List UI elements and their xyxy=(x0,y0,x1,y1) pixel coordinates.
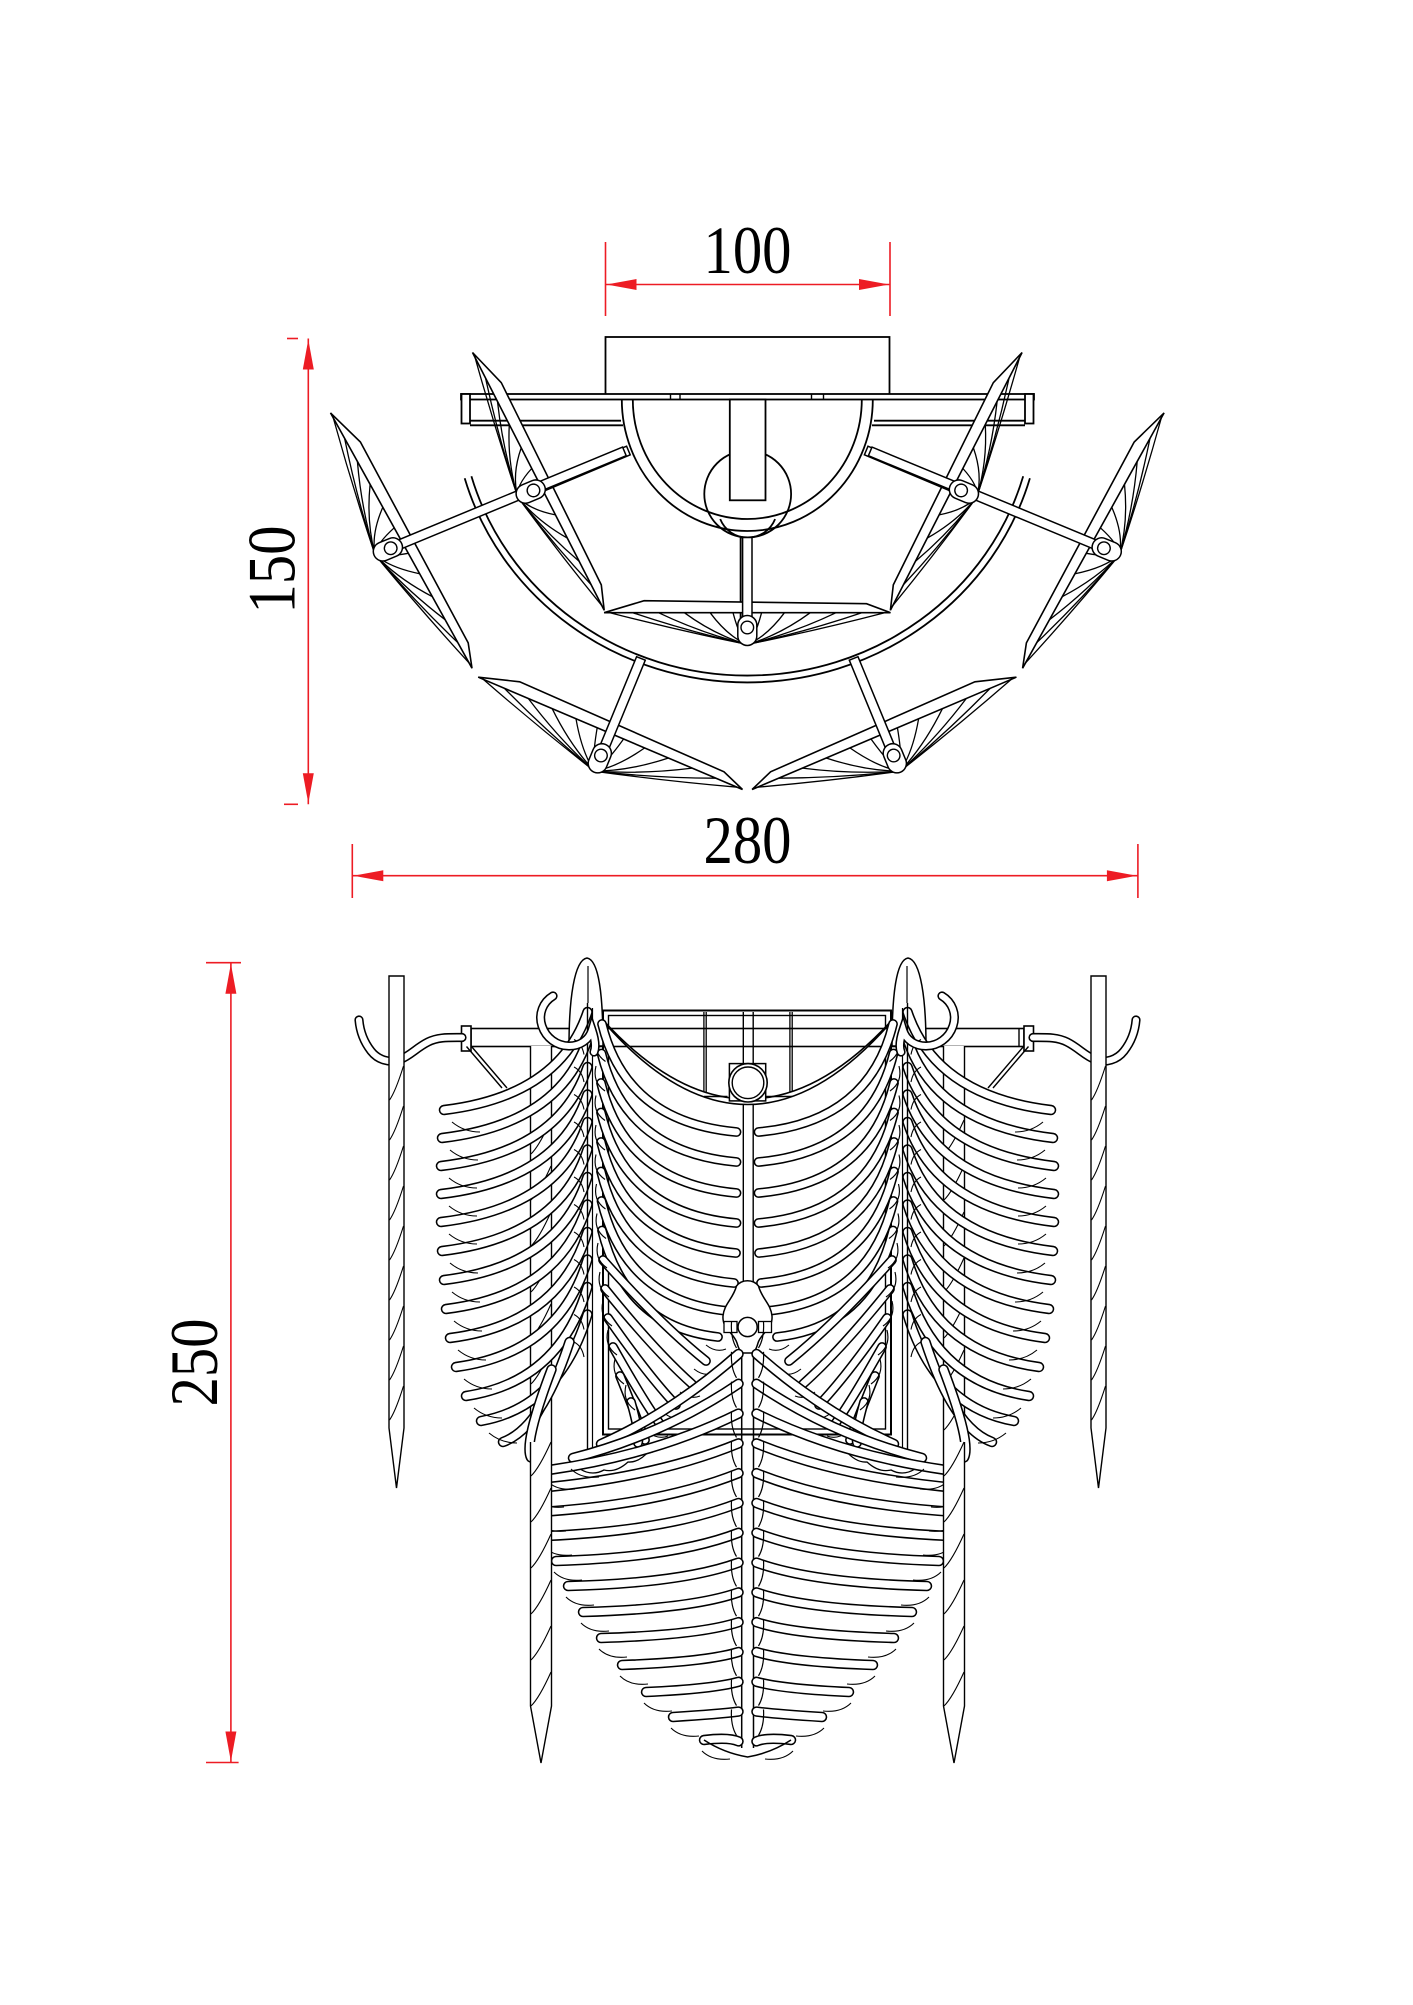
svg-text:250: 250 xyxy=(156,1319,232,1407)
svg-text:100: 100 xyxy=(704,212,792,288)
svg-text:150: 150 xyxy=(234,526,310,614)
svg-text:280: 280 xyxy=(704,802,792,878)
